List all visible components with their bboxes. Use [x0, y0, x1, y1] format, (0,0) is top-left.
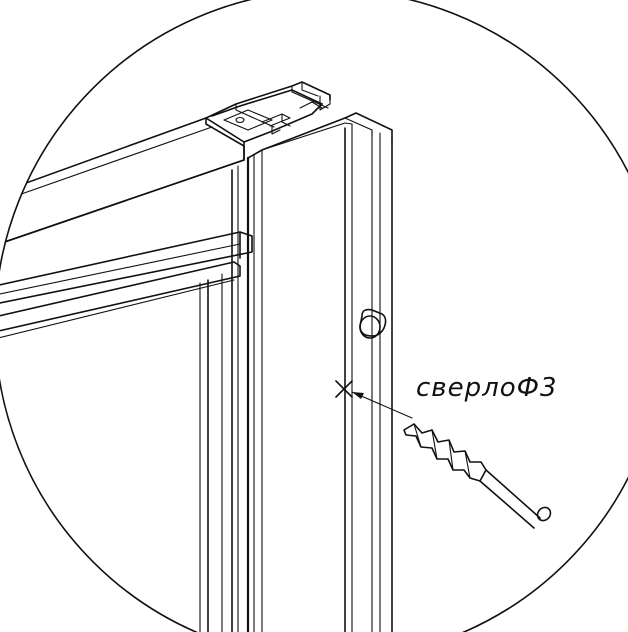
drill-size-label: сверлоФ3 [416, 373, 558, 403]
middle-bar [0, 231, 253, 341]
vertical-profile [246, 112, 393, 632]
top-rail [0, 117, 245, 248]
profile-top-cap [205, 81, 331, 161]
inner-panel-frame [199, 165, 239, 632]
drill-bit [403, 423, 552, 529]
drill-point-mark [335, 380, 353, 398]
pin-knob [359, 308, 387, 339]
leader-arrow [351, 391, 413, 419]
